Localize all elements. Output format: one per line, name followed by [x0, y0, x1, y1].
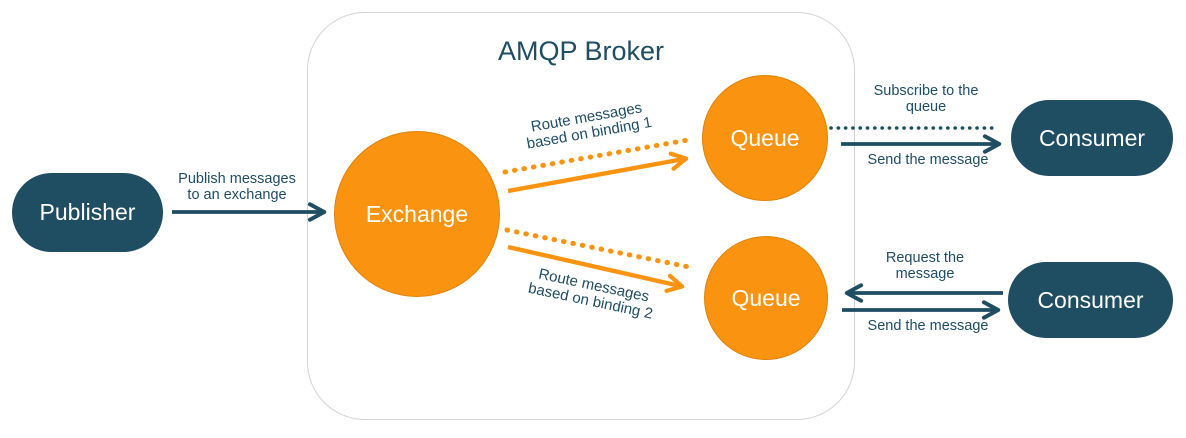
consumer-top-label: Consumer	[1038, 124, 1146, 151]
queue-top-label: Queue	[730, 124, 800, 151]
consumer-bottom-label: Consumer	[1037, 286, 1144, 313]
send-bottom-edge-label: Send the message	[867, 318, 989, 334]
subscribe-edge-label: Subscribe to the queue	[873, 83, 979, 115]
queue-bottom-node: Queue	[704, 236, 828, 360]
consumer-bottom-node: Consumer	[1008, 262, 1173, 338]
exchange-node: Exchange	[334, 131, 500, 297]
exchange-label: Exchange	[365, 200, 469, 227]
broker-title: AMQP Broker	[497, 36, 665, 66]
send-top-edge-label: Send the message	[867, 152, 989, 168]
publisher-label: Publisher	[39, 199, 136, 225]
request-edge-label: Request the message	[885, 250, 965, 282]
publish-edge-label: Publish messages to an exchange	[178, 171, 296, 203]
queue-bottom-label: Queue	[731, 284, 801, 311]
consumer-top-node: Consumer	[1011, 100, 1173, 176]
queue-top-node: Queue	[702, 75, 828, 201]
publisher-node: Publisher	[12, 173, 163, 252]
